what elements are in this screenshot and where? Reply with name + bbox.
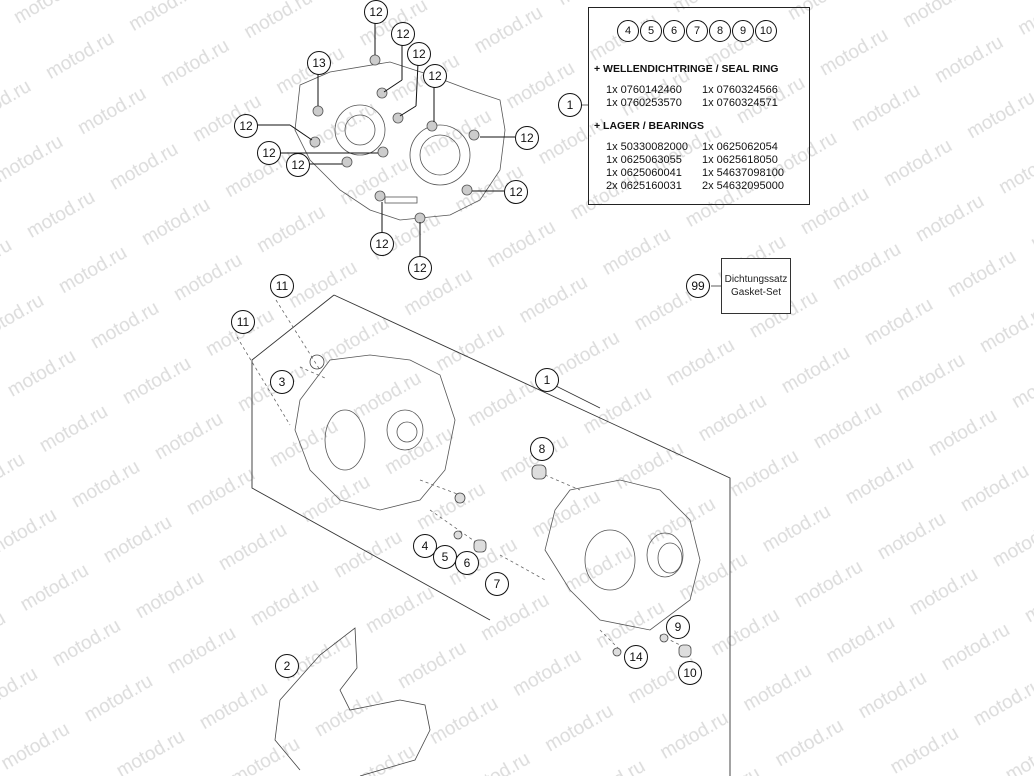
callout-14[interactable]: 14 [624, 645, 648, 669]
callout-12[interactable]: 12 [504, 180, 528, 204]
part-number: 1x 0760142460 [606, 84, 682, 96]
callout-8[interactable]: 8 [530, 437, 554, 461]
assembly-outline [251, 294, 731, 776]
callout-5[interactable]: 5 [433, 545, 457, 569]
bearings-heading: + LAGER / BEARINGS [594, 120, 704, 132]
part-number: 1x 0760324566 [702, 84, 778, 96]
gasket-outline [274, 627, 431, 776]
callout-9[interactable]: 9 [666, 615, 690, 639]
crankcase-right-half [544, 479, 701, 631]
callout-2[interactable]: 2 [275, 654, 299, 678]
callout-12[interactable]: 12 [364, 0, 388, 24]
part-number: 1x 0760324571 [702, 97, 778, 109]
callout-12[interactable]: 12 [515, 126, 539, 150]
callout-10[interactable]: 10 [755, 20, 777, 42]
callout-11[interactable]: 11 [231, 310, 255, 334]
part-number: 2x 54632095000 [702, 180, 784, 192]
callout-7[interactable]: 7 [485, 572, 509, 596]
gasket-set-box[interactable]: Dichtungssatz Gasket-Set [721, 258, 791, 314]
callout-1-kit[interactable]: 1 [558, 93, 582, 117]
bearing-row: 1x 0625063055 1x 0625618050 [606, 154, 798, 166]
bearing-row: 1x 50330082000 1x 0625062054 [606, 141, 798, 153]
gasket-set-label-en: Gasket-Set [730, 287, 782, 298]
callout-99[interactable]: 99 [686, 274, 710, 298]
part-number: 1x 50330082000 [606, 141, 688, 153]
seal-ring-row: 1x 0760253570 1x 0760324571 [606, 97, 798, 109]
crankcase-assembled-top [294, 54, 506, 224]
crankcase-left-half [294, 354, 456, 511]
callout-12[interactable]: 12 [391, 22, 415, 46]
callout-8[interactable]: 8 [709, 20, 731, 42]
part-number: 2x 0625160031 [606, 180, 682, 192]
kit-contents-box: 4 5 6 7 8 9 10 + WELLENDICHTRINGE / SEAL… [588, 7, 810, 205]
callout-13[interactable]: 13 [307, 51, 331, 75]
gasket-set-label-de: Dichtungssatz [724, 274, 788, 285]
callout-11[interactable]: 11 [270, 274, 294, 298]
callout-12[interactable]: 12 [370, 232, 394, 256]
callout-12[interactable]: 12 [286, 153, 310, 177]
callout-10[interactable]: 10 [678, 661, 702, 685]
callout-12[interactable]: 12 [423, 64, 447, 88]
callout-12[interactable]: 12 [257, 141, 281, 165]
seal-ring-row: 1x 0760142460 1x 0760324566 [606, 84, 798, 96]
callout-6[interactable]: 6 [663, 20, 685, 42]
part-number: 1x 0625618050 [702, 154, 778, 166]
bearing-row: 2x 0625160031 2x 54632095000 [606, 180, 798, 192]
part-number: 1x 0625063055 [606, 154, 682, 166]
callout-5[interactable]: 5 [640, 20, 662, 42]
seal-ring-heading: + WELLENDICHTRINGE / SEAL RING [594, 63, 779, 75]
callout-4[interactable]: 4 [617, 20, 639, 42]
part-number: 1x 0760253570 [606, 97, 682, 109]
kit-callout-row: 4 5 6 7 8 9 10 [617, 20, 777, 42]
bearing-row: 1x 0625060041 1x 54637098100 [606, 167, 798, 179]
callout-7[interactable]: 7 [686, 20, 708, 42]
callout-1[interactable]: 1 [535, 368, 559, 392]
part-number: 1x 0625062054 [702, 141, 778, 153]
callout-9[interactable]: 9 [732, 20, 754, 42]
callout-6[interactable]: 6 [455, 551, 479, 575]
part-number: 1x 0625060041 [606, 167, 682, 179]
part-number: 1x 54637098100 [702, 167, 784, 179]
callout-12[interactable]: 12 [408, 256, 432, 280]
callout-3[interactable]: 3 [270, 370, 294, 394]
callout-12[interactable]: 12 [234, 114, 258, 138]
callout-12[interactable]: 12 [407, 42, 431, 66]
